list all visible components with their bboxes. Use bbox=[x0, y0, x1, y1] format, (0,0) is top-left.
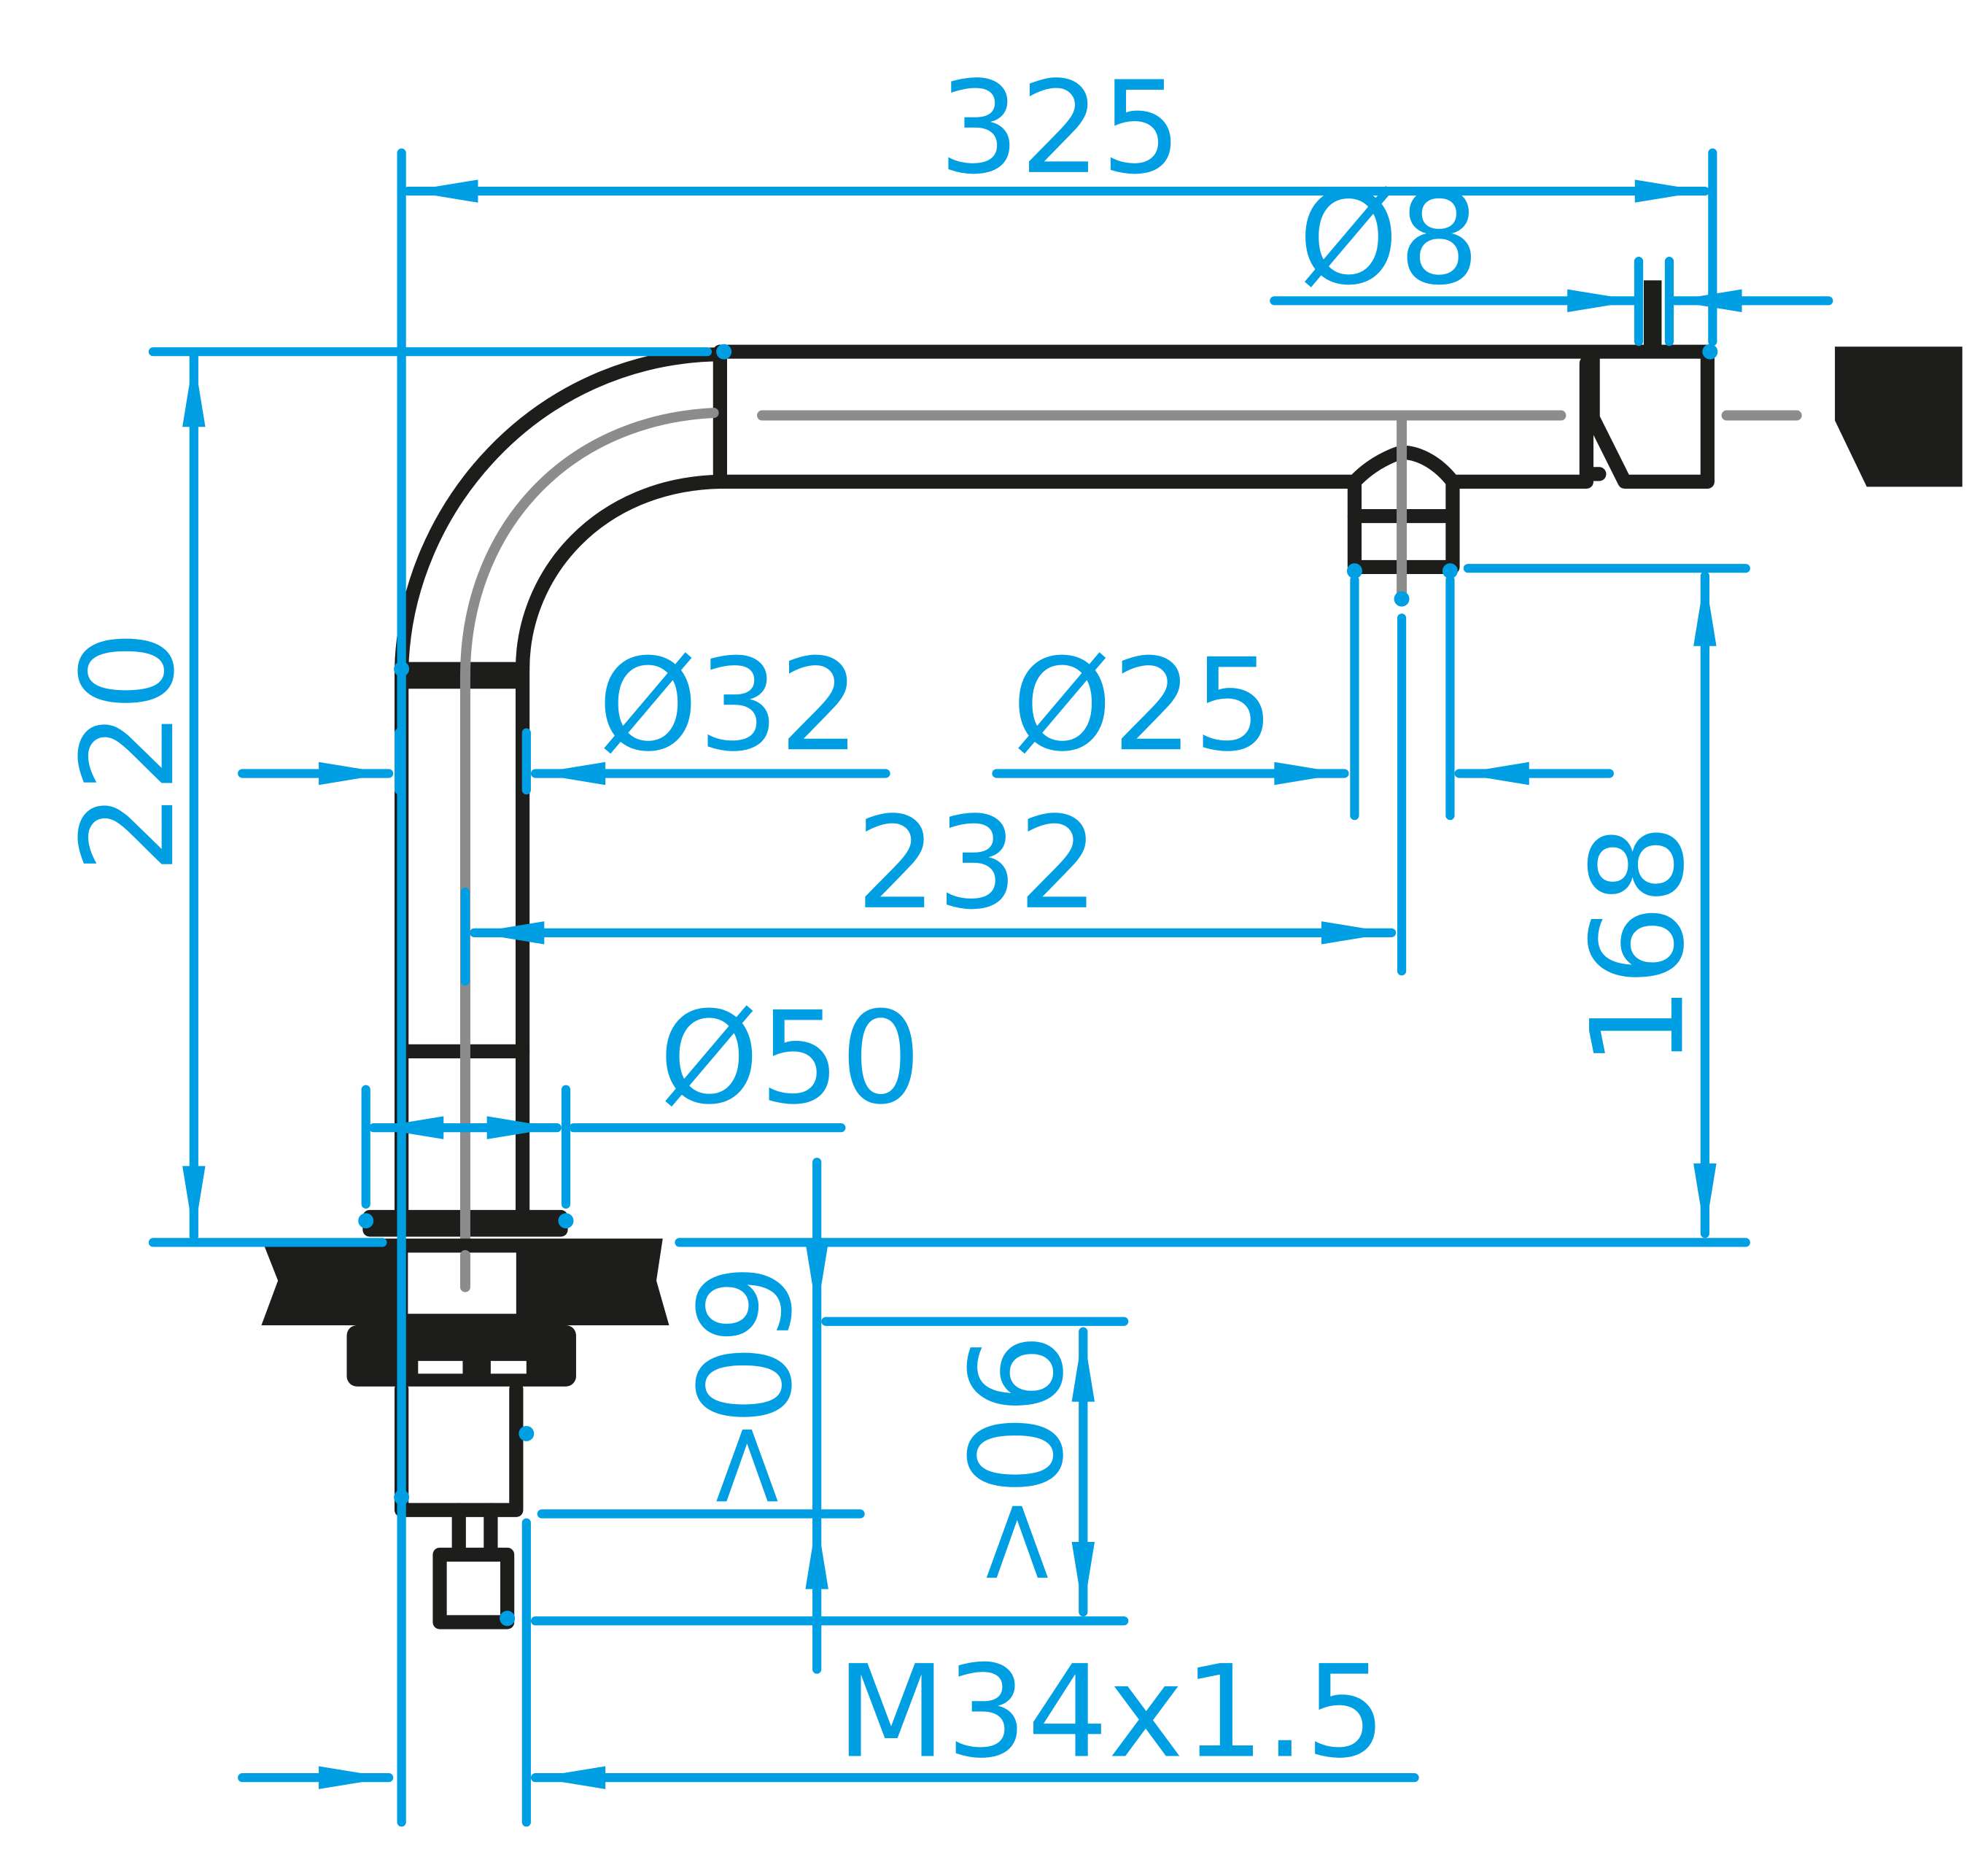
label-deck-thickness-a: 60 bbox=[667, 1263, 815, 1425]
label-overall-width: 325 bbox=[939, 55, 1181, 203]
label-outlet-diameter: Ø8 bbox=[1298, 166, 1480, 314]
label-base-diameter: Ø50 bbox=[659, 985, 922, 1133]
label-deck-thickness-b: 90 bbox=[938, 1333, 1086, 1495]
label-spout-diameter: Ø32 bbox=[598, 632, 861, 780]
center-lines bbox=[459, 408, 1802, 1292]
countertop-section bbox=[261, 1239, 669, 1629]
label-deck-thickness-a-mark: < bbox=[683, 1417, 817, 1513]
faucet-body bbox=[362, 280, 1962, 1237]
dimension-lines bbox=[148, 148, 1833, 1827]
label-thread: M34x1.5 bbox=[836, 1638, 1386, 1786]
label-height-total: 220 bbox=[55, 630, 203, 873]
label-outlet-height: 168 bbox=[1564, 824, 1712, 1067]
label-reach: 232 bbox=[856, 790, 1099, 938]
dimension-labels: 325 Ø8 220 Ø32 Ø25 232 168 Ø50 60 < 90 <… bbox=[55, 55, 1712, 1787]
label-deck-thickness-b-mark: < bbox=[954, 1494, 1087, 1590]
label-nozzle-diameter: Ø25 bbox=[1012, 632, 1275, 780]
